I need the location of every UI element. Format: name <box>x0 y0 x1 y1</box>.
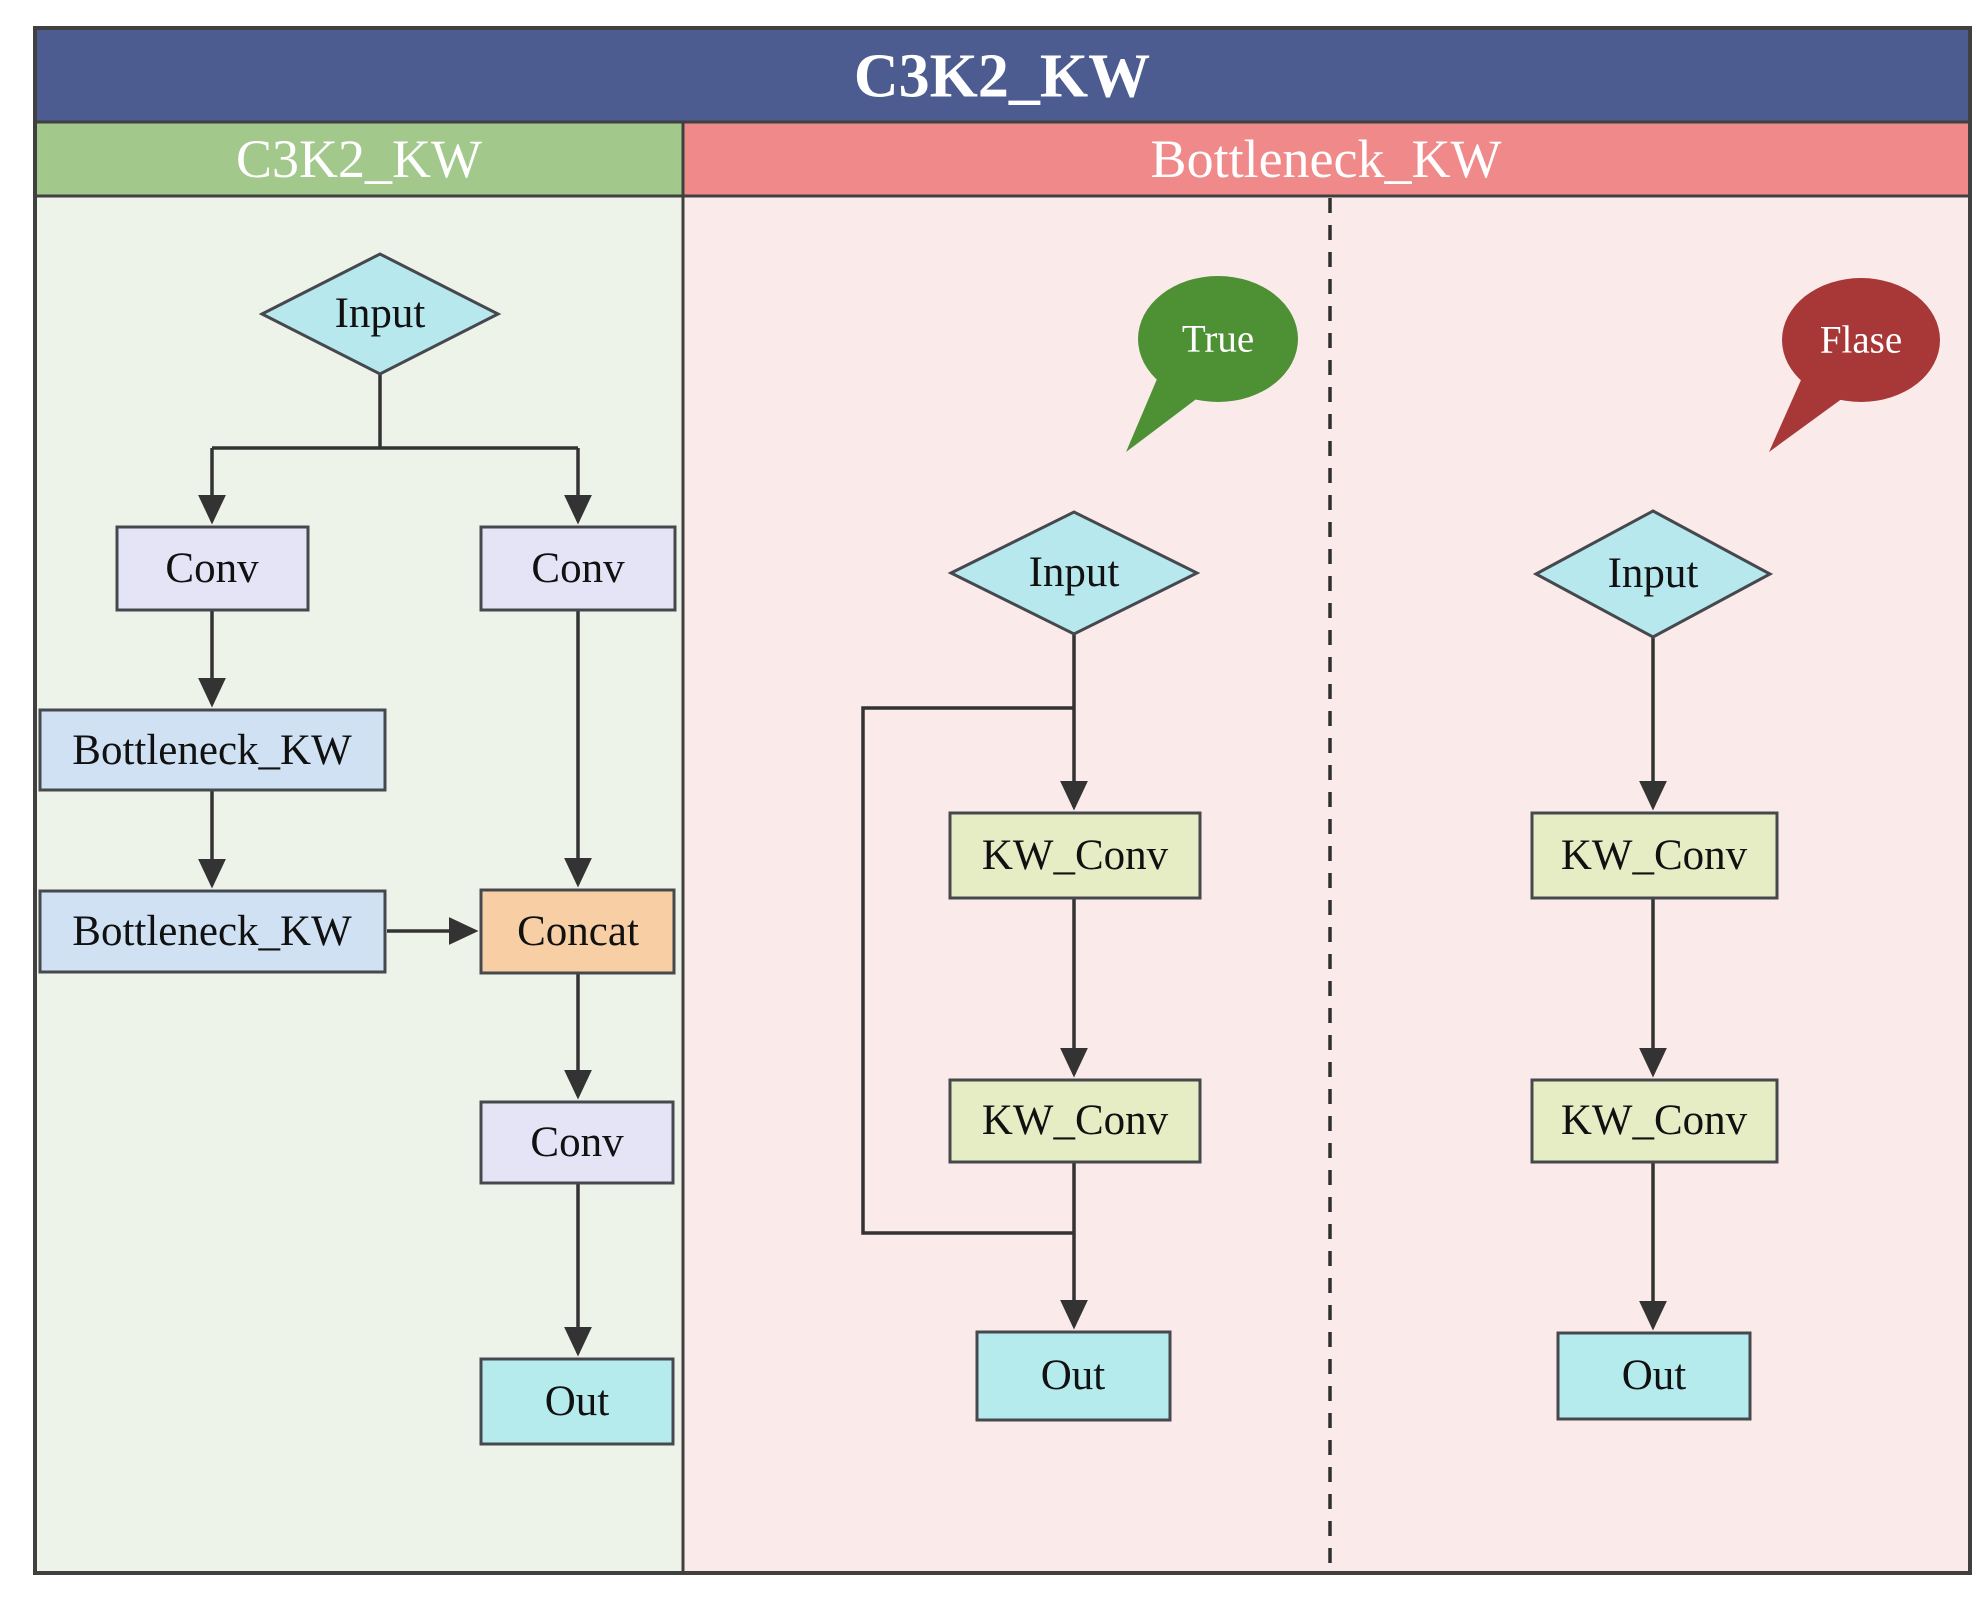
false-bubble-label: Flase <box>1820 319 1902 362</box>
conv-box-left-b-label: Conv <box>531 545 625 592</box>
out-box-false-label: Out <box>1622 1352 1687 1399</box>
figure-title: C3K2_KW <box>854 43 1150 111</box>
right-header-cell <box>681 120 1972 198</box>
out-box-true-label: Out <box>1041 1352 1106 1399</box>
kw-conv-box-true-2 <box>948 1078 1202 1164</box>
true-bubble-label: True <box>1182 318 1254 361</box>
kw-conv-box-false-2-label: KW_Conv <box>1561 1097 1748 1144</box>
kw-conv-box-true-1-label: KW_Conv <box>982 832 1169 879</box>
left-header-label: C3K2_KW <box>236 129 482 189</box>
bottleneck-box-2 <box>38 889 387 974</box>
out-box-left <box>479 1357 675 1446</box>
input-diamond-true-label: Input <box>1029 549 1120 596</box>
input-diamond-left-label: Input <box>335 290 426 337</box>
conv-box-left-c-label: Conv <box>530 1119 624 1166</box>
bottleneck-box-2-label: Bottleneck_KW <box>72 908 352 955</box>
title-bar <box>33 26 1972 124</box>
bottleneck-box-1-label: Bottleneck_KW <box>72 727 352 774</box>
true-bubble <box>1138 276 1298 402</box>
conv-box-left-a-label: Conv <box>165 545 259 592</box>
out-box-false <box>1556 1331 1752 1421</box>
kw-conv-box-false-2 <box>1530 1078 1779 1164</box>
kw-conv-box-false-1 <box>1530 811 1779 900</box>
skip-connection-true <box>861 706 1074 1235</box>
input-diamond-true <box>947 510 1201 636</box>
input-diamond-left <box>258 252 502 376</box>
conv-box-left-a <box>115 525 310 612</box>
false-bubble-tail <box>1769 380 1843 452</box>
concat-box <box>479 888 676 975</box>
input-diamond-false-label: Input <box>1608 550 1699 597</box>
conv-box-left-b <box>479 525 677 612</box>
kw-conv-box-true-2-label: KW_Conv <box>982 1097 1169 1144</box>
false-bubble <box>1782 278 1940 402</box>
outer-frame <box>33 26 1972 1575</box>
bottleneck-box-1 <box>38 708 387 792</box>
left-header-cell <box>33 120 685 198</box>
kw-conv-box-false-1-label: KW_Conv <box>1561 832 1748 879</box>
out-box-left-label: Out <box>545 1378 610 1425</box>
true-bubble-tail <box>1126 379 1199 452</box>
right-header-label: Bottleneck_KW <box>1151 129 1502 189</box>
input-diamond-false <box>1532 509 1774 639</box>
conv-box-left-c <box>479 1100 675 1185</box>
kw-conv-box-true-1 <box>948 811 1202 900</box>
concat-box-label: Concat <box>517 908 639 955</box>
out-box-true <box>975 1330 1172 1422</box>
